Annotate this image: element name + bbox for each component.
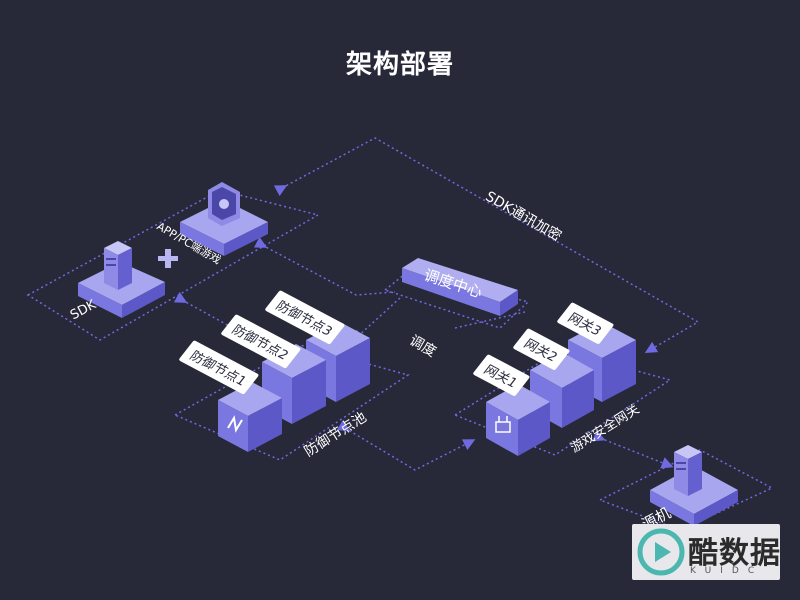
plus-icon <box>158 249 178 268</box>
defense-pool-outline <box>173 344 410 461</box>
play-logo-icon <box>637 528 685 576</box>
gateway-origin-line <box>592 430 674 469</box>
watermark-subtext: KUIDC <box>690 566 764 576</box>
dispatch-gateway-line <box>454 311 526 329</box>
watermark-badge <box>632 524 780 580</box>
page-title: 架构部署 <box>345 50 454 80</box>
app-pc-device <box>180 182 268 256</box>
client-dispatch-line <box>253 236 396 296</box>
watermark-text: 酷数据 <box>688 536 781 571</box>
sdk-server <box>78 241 165 318</box>
client-group-outline <box>26 189 320 341</box>
defense-node-1 <box>218 382 282 452</box>
pool-gateway-line <box>336 419 476 471</box>
origin-server <box>650 445 738 526</box>
dispatch-pool-line <box>351 297 401 343</box>
dispatch-center-block <box>402 258 518 316</box>
sdk-comm-line <box>273 137 700 354</box>
gateway-1 <box>486 384 550 456</box>
